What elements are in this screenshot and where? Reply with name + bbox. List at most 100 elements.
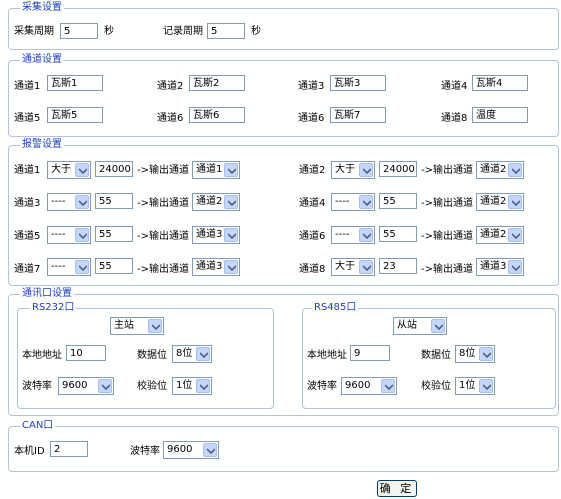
chevron-down-icon xyxy=(508,195,522,209)
threshold-input[interactable]: 24000 xyxy=(95,161,133,177)
rs485-baud-select[interactable]: 9600 xyxy=(341,377,397,395)
output-label: ->输出通道 xyxy=(421,165,473,176)
chevron-down-icon xyxy=(224,163,238,177)
output-select[interactable]: 通道3 xyxy=(476,258,524,276)
rs485-mode-select[interactable]: 从站 xyxy=(393,317,447,335)
output-select[interactable]: 通道2 xyxy=(476,193,524,211)
can-baud-label: 波特率 xyxy=(130,446,160,457)
baud-value: 9600 xyxy=(62,380,88,391)
channel-name-input[interactable]: 瓦斯3 xyxy=(330,75,386,91)
channels-fieldset xyxy=(8,60,559,137)
rs485-databits-select[interactable]: 8位 xyxy=(455,345,495,363)
can-id-input[interactable]: 2 xyxy=(50,441,88,457)
channel-label: 通道6 xyxy=(298,113,325,124)
output-select[interactable]: 通道2 xyxy=(476,161,524,179)
rs485-address-input[interactable]: 9 xyxy=(350,345,390,361)
output-label: ->输出通道 xyxy=(421,264,473,275)
parity-label: 校验位 xyxy=(421,381,451,392)
condition-value: ---- xyxy=(51,261,66,272)
rs232-mode-select[interactable]: 主站 xyxy=(110,317,164,335)
acquisition-legend: 采集设置 xyxy=(20,2,64,14)
rs485-parity-select[interactable]: 1位 xyxy=(455,377,495,395)
output-label: ->输出通道 xyxy=(137,231,189,242)
record-label: 记录周期 xyxy=(163,26,203,37)
can-id-label: 本机ID xyxy=(14,446,45,457)
output-value: 通道3 xyxy=(196,229,223,240)
output-value: 通道2 xyxy=(480,196,507,207)
period-input[interactable]: 5 xyxy=(60,23,98,39)
mode-value: 主站 xyxy=(114,320,134,331)
period-label: 采集周期 xyxy=(14,26,54,37)
output-select[interactable]: 通道2 xyxy=(476,226,524,244)
comm-fieldset xyxy=(8,294,559,416)
alarm-channel-label: 通道6 xyxy=(299,231,326,242)
condition-value: ---- xyxy=(335,229,350,240)
period-unit: 秒 xyxy=(104,26,114,37)
chevron-down-icon xyxy=(75,260,89,274)
record-input[interactable]: 5 xyxy=(207,23,245,39)
chevron-down-icon xyxy=(203,443,217,457)
channel-name-input[interactable]: 瓦斯5 xyxy=(47,107,103,123)
condition-select[interactable]: ---- xyxy=(331,193,375,211)
output-select[interactable]: 通道3 xyxy=(192,226,240,244)
confirm-button[interactable]: 确 定 xyxy=(377,480,417,497)
condition-select[interactable]: ---- xyxy=(331,226,375,244)
acquisition-fieldset xyxy=(8,8,559,50)
databits-value: 8位 xyxy=(176,348,193,359)
parity-value: 1位 xyxy=(459,380,476,391)
chevron-down-icon xyxy=(359,195,373,209)
alarm-channel-label: 通道2 xyxy=(299,165,326,176)
channel-label: 通道5 xyxy=(14,113,41,124)
baud-value: 9600 xyxy=(345,380,371,391)
parity-value: 1位 xyxy=(176,380,193,391)
chevron-down-icon xyxy=(359,163,373,177)
alarms-legend: 报警设置 xyxy=(20,139,64,151)
threshold-input[interactable]: 55 xyxy=(95,258,133,274)
threshold-input[interactable]: 55 xyxy=(379,193,417,209)
alarm-channel-label: 通道5 xyxy=(14,231,41,242)
channel-name-input[interactable]: 瓦斯4 xyxy=(472,75,528,91)
channel-name-input[interactable]: 瓦斯7 xyxy=(330,107,386,123)
condition-select[interactable]: ---- xyxy=(47,226,91,244)
rs232-parity-select[interactable]: 1位 xyxy=(172,377,212,395)
condition-select[interactable]: 大于 xyxy=(331,161,375,179)
can-baud-select[interactable]: 9600 xyxy=(163,441,219,459)
rs232-databits-select[interactable]: 8位 xyxy=(172,345,212,363)
channel-label: 通道1 xyxy=(14,81,41,92)
chevron-down-icon xyxy=(381,379,395,393)
output-value: 通道2 xyxy=(196,196,223,207)
rs232-address-input[interactable]: 10 xyxy=(66,345,106,361)
chevron-down-icon xyxy=(508,260,522,274)
condition-value: 大于 xyxy=(335,164,355,175)
chevron-down-icon xyxy=(508,163,522,177)
condition-value: ---- xyxy=(51,229,66,240)
channel-name-input[interactable]: 瓦斯1 xyxy=(47,75,103,91)
output-value: 通道2 xyxy=(480,229,507,240)
condition-select[interactable]: ---- xyxy=(47,258,91,276)
databits-label: 数据位 xyxy=(137,350,167,361)
output-select[interactable]: 通道1 xyxy=(192,161,240,179)
threshold-input[interactable]: 24000 xyxy=(379,161,417,177)
channel-name-input[interactable]: 瓦斯2 xyxy=(189,75,245,91)
condition-select[interactable]: 大于 xyxy=(331,258,375,276)
threshold-input[interactable]: 23 xyxy=(379,258,417,274)
output-label: ->输出通道 xyxy=(137,165,189,176)
output-select[interactable]: 通道3 xyxy=(192,258,240,276)
chevron-down-icon xyxy=(479,347,493,361)
output-select[interactable]: 通道2 xyxy=(192,193,240,211)
channel-name-input[interactable]: 瓦斯6 xyxy=(189,107,245,123)
mode-value: 从站 xyxy=(397,320,417,331)
chevron-down-icon xyxy=(148,319,162,333)
threshold-input[interactable]: 55 xyxy=(95,226,133,242)
threshold-input[interactable]: 55 xyxy=(379,226,417,242)
rs232-baud-select[interactable]: 9600 xyxy=(58,377,114,395)
channel-label: 通道2 xyxy=(157,81,184,92)
condition-select[interactable]: ---- xyxy=(47,193,91,211)
chevron-down-icon xyxy=(359,260,373,274)
condition-value: 大于 xyxy=(51,164,71,175)
address-label: 本地地址 xyxy=(22,350,62,361)
chevron-down-icon xyxy=(224,195,238,209)
channel-name-input[interactable]: 温度 xyxy=(472,107,528,123)
condition-select[interactable]: 大于 xyxy=(47,161,91,179)
threshold-input[interactable]: 55 xyxy=(95,193,133,209)
